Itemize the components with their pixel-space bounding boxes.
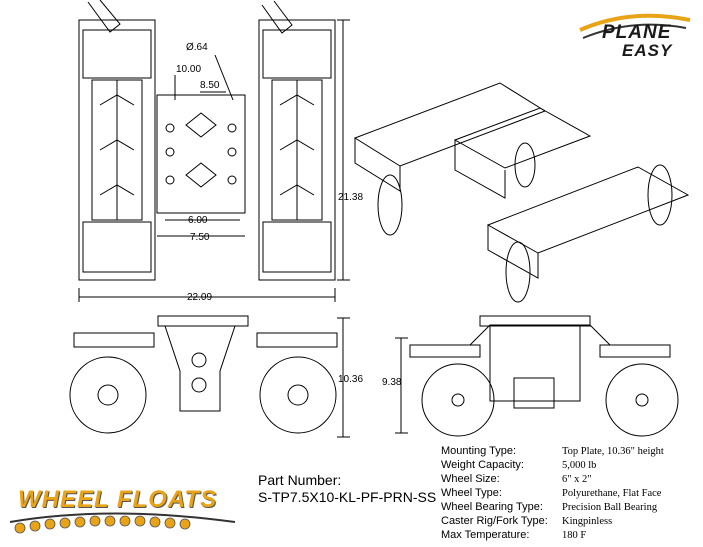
- part-number-label: Part Number:: [258, 472, 342, 488]
- dim-6-00: 6.00: [188, 215, 208, 226]
- plane-easy-logo: PLANE EASY: [596, 22, 700, 62]
- dim-10-00: 10.00: [176, 64, 201, 75]
- side-view-right: [395, 315, 679, 437]
- spec-label: Mounting Type:: [441, 445, 517, 457]
- isometric-view: [353, 82, 690, 303]
- dim-hole-diameter: Ø.64: [186, 42, 208, 53]
- spec-label: Wheel Type:: [441, 487, 502, 499]
- dim-7-50: 7.50: [190, 232, 210, 243]
- part-number-value: S-TP7.5X10-KL-PF-PRN-SS: [258, 489, 437, 505]
- spec-label: Caster Rig/Fork Type:: [441, 515, 548, 527]
- spec-value: 180 F: [562, 530, 587, 541]
- top-view: [78, 0, 350, 302]
- dim-21-38: 21.38: [338, 192, 363, 203]
- wheel-floats-logo: WHEEL FLOATS: [8, 486, 238, 542]
- wheel-dots-icon: [14, 515, 191, 534]
- spec-value: 5,000 lb: [562, 460, 597, 471]
- swoosh-icon: [579, 13, 691, 32]
- logo-line1: PLANE: [602, 22, 672, 43]
- spec-label: Weight Capacity:: [441, 459, 524, 471]
- spec-label: Wheel Size:: [441, 473, 500, 485]
- wave-icon: [9, 512, 236, 523]
- dim-9-38: 9.38: [382, 377, 402, 388]
- swoosh-icon-dark: [582, 23, 687, 39]
- wheel-floats-wordmark: WHEEL FLOATS: [18, 486, 218, 513]
- spec-label: Max Temperature:: [441, 529, 530, 541]
- side-view-left: [69, 315, 350, 438]
- dim-10-36: 10.36: [338, 374, 363, 385]
- spec-value: Kingpinless: [562, 516, 613, 527]
- spec-value: Top Plate, 10.36" height: [562, 446, 664, 457]
- logo-line2: EASY: [622, 41, 673, 60]
- spec-label: Wheel Bearing Type:: [441, 501, 543, 513]
- spec-value: 6" x 2": [562, 474, 592, 485]
- spec-value: Polyurethane, Flat Face: [562, 488, 662, 499]
- dim-22-09: 22.09: [187, 292, 212, 303]
- spec-value: Precision Ball Bearing: [562, 502, 658, 513]
- dim-8-50: 8.50: [200, 80, 220, 91]
